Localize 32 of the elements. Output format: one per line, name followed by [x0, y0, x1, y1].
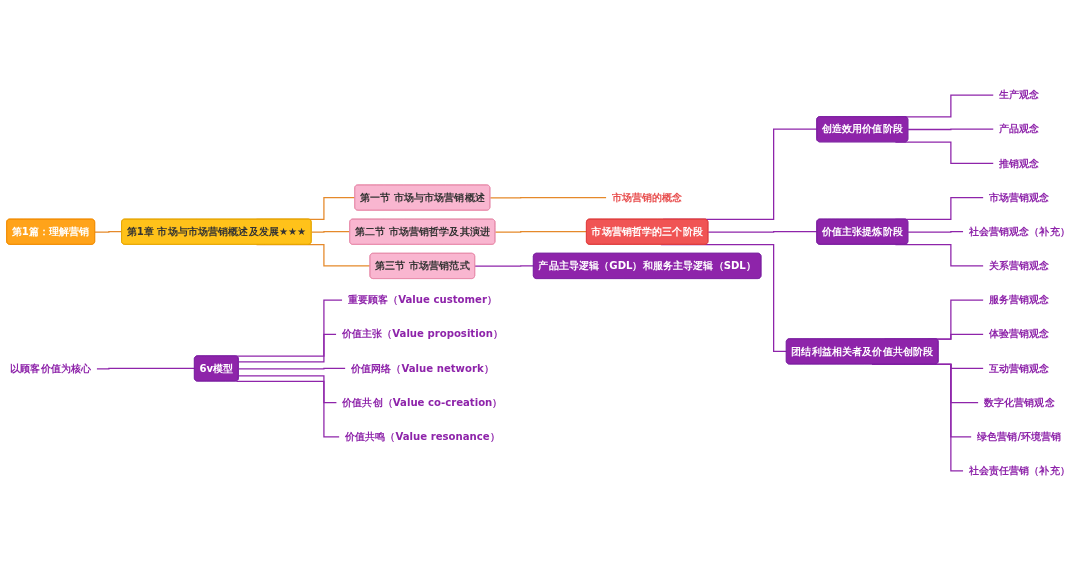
connector — [907, 231, 965, 233]
connector — [235, 380, 341, 438]
node-text: 产品观念 — [998, 122, 1040, 135]
connector — [238, 367, 347, 370]
node-text: 生产观念 — [998, 88, 1040, 101]
node-text: 推销观念 — [998, 157, 1040, 170]
node-text: 社会营销观念（补充） — [968, 225, 1070, 238]
node-text: 价值共鸣（Value resonance） — [344, 430, 500, 443]
connector — [494, 231, 588, 233]
connector — [95, 367, 196, 370]
node-text: 价值网络（Value network） — [350, 362, 494, 375]
node-text: 体验营销观念 — [988, 327, 1050, 340]
connector — [489, 196, 608, 199]
node-text: 市场营销的概念 — [611, 191, 683, 204]
connector — [474, 265, 535, 267]
node-text: 关系营销观念 — [988, 259, 1050, 272]
node-text: 社会责任营销（补充） — [968, 464, 1070, 477]
connector — [238, 375, 339, 404]
connector — [310, 231, 351, 233]
connector — [94, 231, 123, 233]
node-text: 互动营销观念 — [988, 362, 1050, 375]
connector — [707, 231, 818, 233]
node-text: 数字化营销观念 — [983, 396, 1055, 409]
connector — [238, 333, 338, 363]
node-text: 绿色营销/环境营销 — [976, 430, 1062, 443]
node-text: 市场营销观念 — [988, 191, 1050, 204]
node-text: 价值主张（Value proposition） — [341, 327, 503, 340]
node-text: 服务营销观念 — [988, 293, 1050, 306]
node-text: 重要顾客（Value customer） — [347, 293, 498, 306]
node-text: 以顾客价值为核心 — [10, 362, 92, 375]
node-text: 价值共创（Value co-creation） — [342, 396, 503, 409]
connector — [907, 128, 995, 131]
